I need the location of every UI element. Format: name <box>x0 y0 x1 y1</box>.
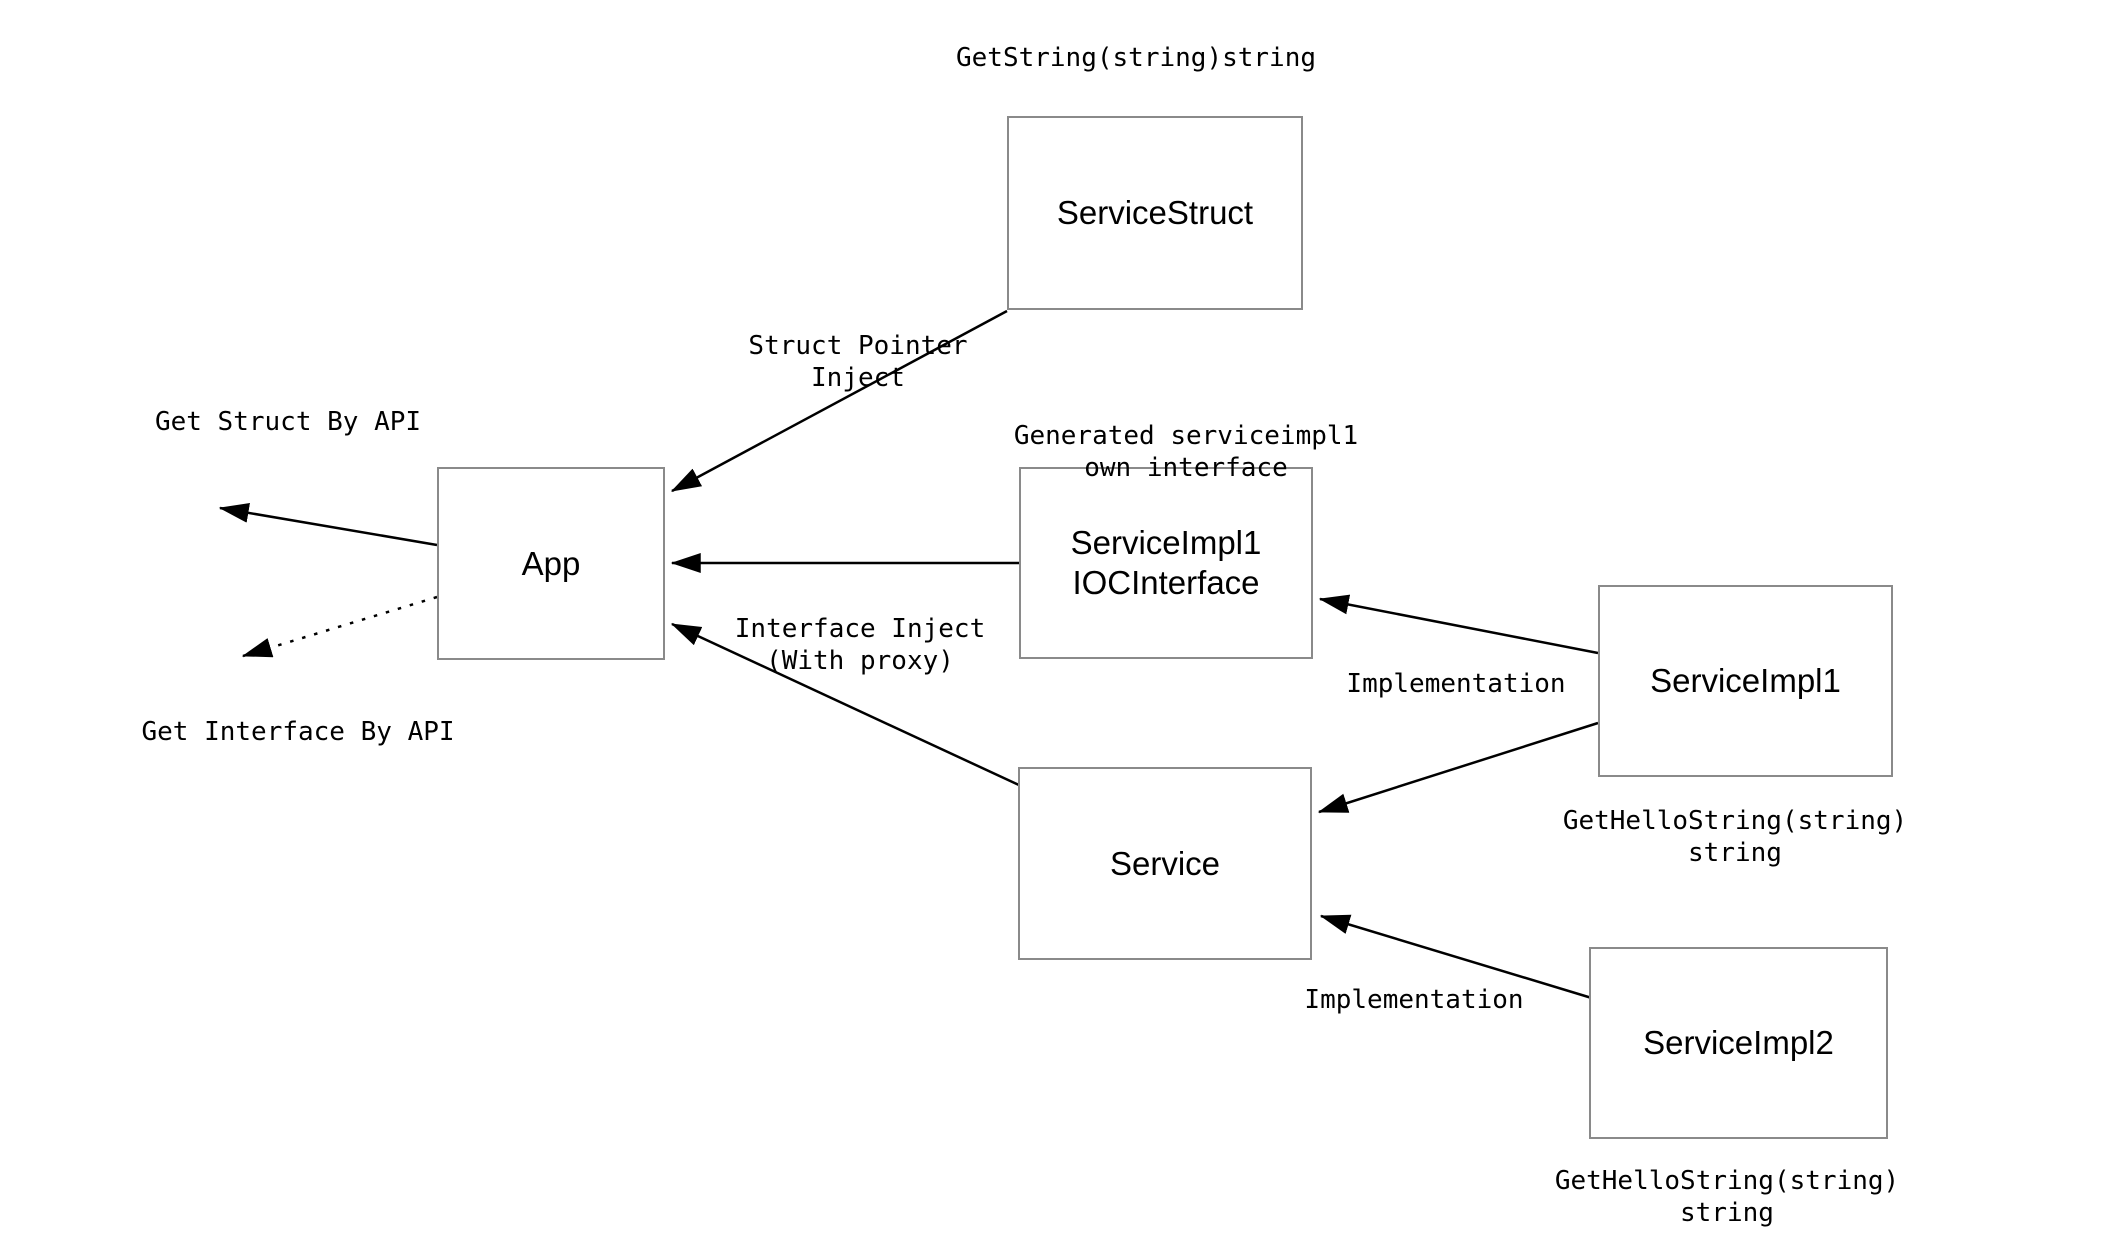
node-serviceimpl1-iocinterface-label: ServiceImpl1 IOCInterface <box>1070 524 1262 601</box>
arrow-impl1-to-iocinterface <box>1318 594 1599 655</box>
label-interface-inject-with-proxy: Interface Inject (With proxy) <box>734 614 986 676</box>
node-service-struct-label: ServiceStruct <box>1056 194 1254 231</box>
node-app-label: App <box>521 544 581 582</box>
label-gethellostring-impl1: GetHelloString(string) string <box>1562 806 1908 868</box>
label-gethellostring-impl2: GetHelloString(string) string <box>1554 1166 1900 1228</box>
arrow-impl1-to-service <box>1317 721 1599 814</box>
arrow-interface-inject-service-to-app <box>670 622 1022 788</box>
node-service-label: Service <box>1109 844 1221 882</box>
node-serviceimpl2: ServiceImpl2 <box>1589 947 1888 1139</box>
arrow-get-interface-by-api-dotted <box>241 595 438 658</box>
label-get-struct-by-api: Get Struct By API <box>154 407 422 437</box>
node-serviceimpl1-iocinterface: ServiceImpl1 IOCInterface <box>1019 467 1313 659</box>
node-serviceimpl1-label: ServiceImpl1 <box>1650 662 1841 699</box>
node-serviceimpl1: ServiceImpl1 <box>1598 585 1893 777</box>
label-implementation-impl2: Implementation <box>1304 985 1524 1015</box>
arrow-struct-pointer-inject <box>670 309 1008 493</box>
label-getstring-signature: GetString(string)string <box>955 43 1317 73</box>
node-service-struct: ServiceStruct <box>1007 116 1303 310</box>
node-serviceimpl2-label: ServiceImpl2 <box>1643 1024 1834 1061</box>
label-implementation-impl1: Implementation <box>1346 669 1566 699</box>
label-generated-serviceimpl1-interface: Generated serviceimpl1 own interface <box>1013 421 1359 483</box>
node-service: Service <box>1018 767 1312 960</box>
node-app: App <box>437 467 665 660</box>
arrow-impl2-to-service <box>1319 914 1596 1001</box>
arrow-get-struct-by-api <box>218 502 438 547</box>
label-get-interface-by-api: Get Interface By API <box>141 717 455 747</box>
label-struct-pointer-inject: Struct Pointer Inject <box>748 331 968 393</box>
